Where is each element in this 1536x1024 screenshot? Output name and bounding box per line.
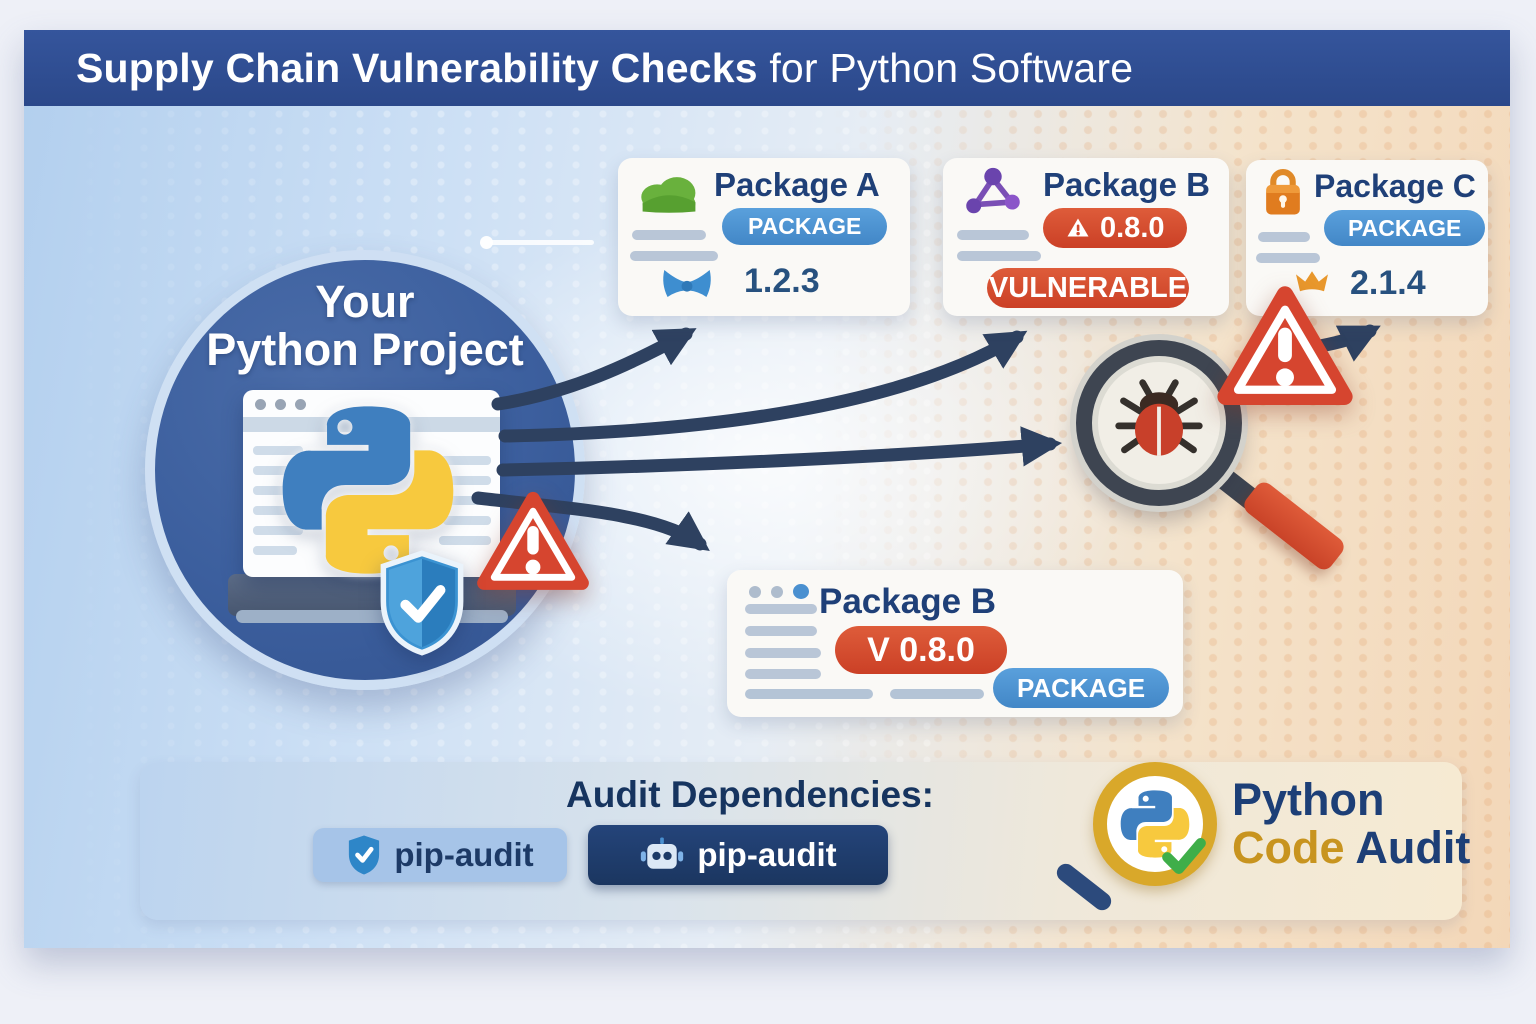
package-c-badge: PACKAGE	[1324, 210, 1486, 246]
brand-word-python: Python	[1232, 774, 1385, 825]
package-b-status-label: VULNERABLE	[988, 271, 1188, 304]
robot-icon	[641, 837, 684, 869]
placeholder-line	[253, 486, 303, 495]
package-b-card: Package B 0.8.0 VULNERABLE	[943, 158, 1229, 316]
brand-magnifier-handle	[1053, 860, 1115, 914]
placeholder-line	[253, 506, 291, 515]
placeholder-line	[890, 689, 984, 699]
package-b-detail-title: Package B	[819, 582, 997, 621]
package-b-version-badge: 0.8.0	[1043, 208, 1187, 248]
molecule-icon	[966, 167, 1020, 214]
placeholder-line	[745, 626, 817, 636]
shield-check-icon	[349, 835, 380, 875]
placeholder-line	[745, 604, 817, 614]
package-a-badge-label: PACKAGE	[748, 213, 862, 239]
project-label-line1: Your	[315, 276, 415, 327]
warning-triangle-icon	[1067, 218, 1089, 237]
warning-triangle-icon	[1217, 286, 1353, 405]
window-dot	[275, 399, 286, 410]
lock-icon	[1266, 169, 1300, 215]
crown-icon	[1296, 271, 1328, 292]
placeholder-line	[443, 476, 491, 485]
pip-audit-robot-button[interactable]: pip-audit	[588, 825, 888, 885]
pip-audit-shield-button[interactable]: pip-audit	[313, 828, 567, 882]
package-b-detail-badge: PACKAGE	[993, 668, 1169, 708]
placeholder-line	[632, 230, 706, 240]
page-title-regular: for Python Software	[757, 44, 1134, 91]
placeholder-line	[253, 546, 297, 555]
placeholder-line	[253, 466, 295, 475]
package-a-badge: PACKAGE	[722, 208, 888, 245]
cloud-icon	[641, 177, 696, 213]
placeholder-line	[745, 669, 821, 679]
magnifier-handle-grip	[1240, 478, 1348, 574]
package-a-card: Package A PACKAGE 1.2.3	[618, 158, 910, 316]
placeholder-line	[439, 456, 491, 465]
illustration-frame: Supply Chain Vulnerability Checks for Py…	[24, 30, 1510, 948]
title-banner: Supply Chain Vulnerability Checks for Py…	[24, 30, 1510, 106]
window-dot	[255, 399, 266, 410]
check-icon	[1162, 838, 1206, 874]
laptop-base	[228, 574, 516, 616]
package-b-status-badge: VULNERABLE	[987, 268, 1189, 308]
package-b-detail-card: Package B V 0.8.0 PACKAGE	[727, 570, 1183, 717]
shield-check-icon	[380, 550, 464, 656]
pip-audit-shield-label: pip-audit	[394, 836, 534, 873]
package-b-title: Package B	[1043, 166, 1210, 203]
page-title: Supply Chain Vulnerability Checks for Py…	[76, 45, 1133, 92]
package-b-detail-version-label: V 0.8.0	[867, 630, 975, 669]
placeholder-line	[439, 496, 491, 505]
project-circle-label: Your Python Project	[145, 278, 585, 374]
placeholder-line	[957, 251, 1041, 261]
package-a-version: 1.2.3	[744, 262, 820, 300]
package-a-title: Package A	[714, 166, 880, 203]
package-c-badge-label: PACKAGE	[1348, 214, 1462, 241]
python-logo-icon	[282, 406, 454, 574]
package-b-detail-badge-label: PACKAGE	[1016, 672, 1146, 703]
window-dot	[295, 399, 306, 410]
placeholder-line	[443, 516, 491, 525]
package-b-version-label: 0.8.0	[1100, 211, 1165, 244]
window-dot	[749, 586, 761, 598]
python-logo-icon	[1120, 790, 1190, 858]
audit-heading: Audit Dependencies:	[566, 774, 934, 815]
ribbon-icon	[663, 270, 711, 298]
brand-word-code: Code	[1232, 822, 1345, 873]
placeholder-line	[439, 536, 491, 545]
package-c-version: 2.1.4	[1350, 264, 1426, 302]
package-b-detail-version-badge: V 0.8.0	[835, 626, 1007, 674]
audit-bar: Audit Dependencies: pip-audit pip-audit	[140, 762, 1470, 920]
brand-wordmark: Python Code Audit	[1232, 776, 1470, 872]
project-label-line2: Python Project	[206, 324, 524, 375]
placeholder-line	[1258, 232, 1310, 242]
window-dot	[771, 586, 783, 598]
pip-audit-robot-label: pip-audit	[697, 836, 837, 873]
bug-icon	[1115, 379, 1203, 456]
package-c-title: Package C	[1314, 168, 1476, 204]
placeholder-line	[1256, 253, 1320, 263]
brand-word-audit: Audit	[1355, 822, 1471, 873]
brand-word-codeaudit: Code Audit	[1232, 824, 1470, 872]
placeholder-line	[253, 446, 303, 455]
warning-triangle-icon	[477, 491, 589, 590]
placeholder-line	[745, 689, 873, 699]
page-title-strong: Supply Chain Vulnerability Checks	[76, 44, 758, 91]
window-dot	[793, 584, 809, 599]
circuit-line-accent	[480, 236, 594, 249]
placeholder-line	[957, 230, 1029, 240]
placeholder-line	[630, 251, 718, 261]
placeholder-line	[253, 526, 303, 535]
placeholder-line	[745, 648, 821, 658]
